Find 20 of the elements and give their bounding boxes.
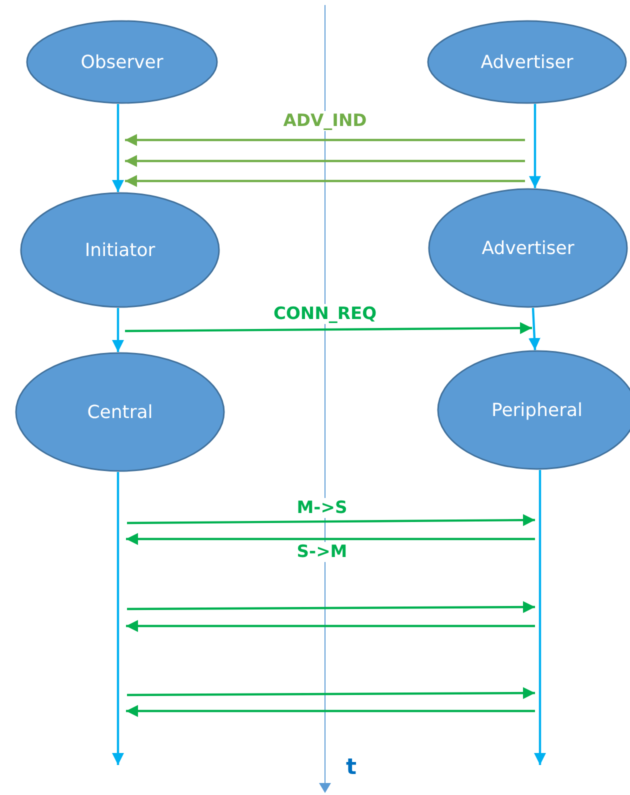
axis-label: t — [346, 755, 357, 780]
node-label: Initiator — [84, 240, 156, 260]
ellipse-node — [20, 192, 220, 308]
lifeline-arrow — [528, 308, 540, 350]
lifeline-arrow — [112, 308, 124, 352]
node-label: Observer — [80, 52, 164, 72]
node-label: Peripheral — [491, 400, 583, 420]
lifeline-arrow — [112, 472, 124, 765]
ellipse-node — [26, 20, 218, 104]
lifeline-arrow — [112, 104, 124, 192]
ellipse-node — [427, 20, 627, 104]
message-label: CONN_REQ — [271, 304, 379, 324]
node-label: Advertiser — [480, 52, 574, 72]
node-label: Central — [87, 402, 153, 422]
message-label: ADV_IND — [281, 111, 369, 131]
lifeline-arrow — [534, 470, 546, 765]
node-label: Advertiser — [482, 238, 574, 258]
lifeline-arrow — [529, 104, 541, 188]
ellipse-node — [428, 188, 628, 308]
ellipse-node — [15, 352, 225, 472]
